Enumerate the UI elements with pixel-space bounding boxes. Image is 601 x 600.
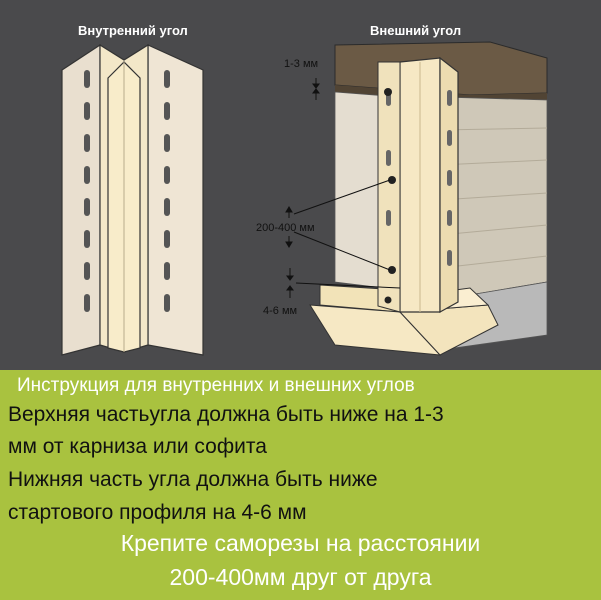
instruction-footer-1: Крепите саморезы на расстоянии [120,530,481,556]
inner-corner-title: Внутренний угол [78,23,188,38]
dimension-bottom-label: 4-6 мм [263,305,298,317]
instructions-panel: Инструкция для внутренних и внешних угло… [0,370,601,600]
instruction-line-3: Нижняя часть угла должна быть ниже [8,468,378,491]
dimension-top-label: 1-3 мм [284,58,319,70]
screw-spacing-leaders [285,179,391,271]
instruction-line-4: стартового профиля на 4-6 мм [8,501,307,524]
outer-corner-scene [285,41,548,356]
instruction-line-1: Верхняя частьугла должна быть ниже на 1-… [8,403,444,426]
instruction-footer-2: 200-400мм друг от друга [169,564,432,590]
instructions-heading: Инструкция для внутренних и внешних угло… [17,375,415,396]
corner-illustration [61,41,548,356]
screw-icon [384,88,396,304]
dimension-top-marker [312,78,320,100]
dimension-screws-label: 200-400 мм [256,222,315,234]
inner-corner-profile [61,43,204,356]
dimension-bottom-marker [286,268,401,298]
outer-corner-title: Внешний угол [370,23,462,38]
instruction-line-2: мм от карниза или софита [8,435,267,458]
